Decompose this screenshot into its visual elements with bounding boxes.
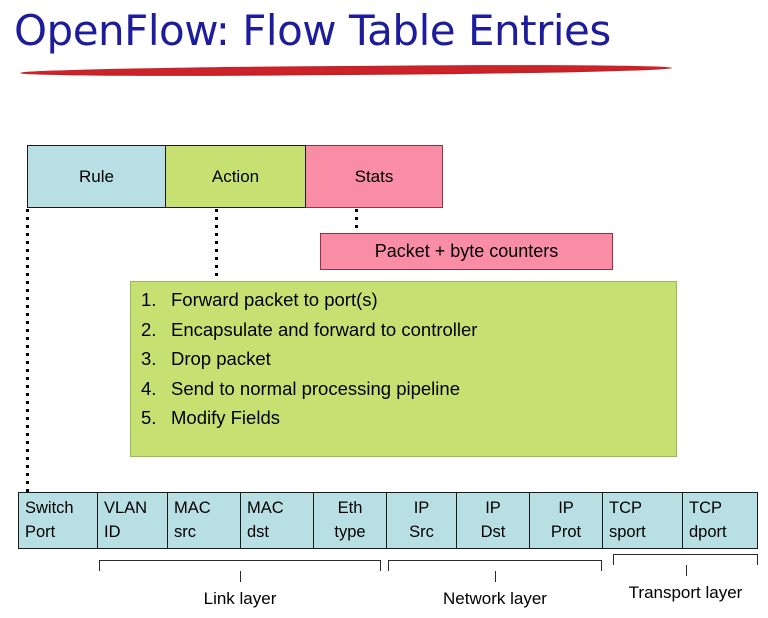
action-item-text: Drop packet bbox=[171, 348, 271, 369]
bracket-network-layer bbox=[388, 560, 602, 582]
field-line-2: Src bbox=[409, 522, 434, 541]
action-label: Action bbox=[211, 166, 260, 186]
match-field-ip-dst: IP Dst bbox=[457, 493, 530, 548]
match-field-ip-prot: IP Prot bbox=[530, 493, 603, 548]
field-line-1: IP bbox=[413, 499, 430, 517]
bracket-link-layer bbox=[99, 560, 381, 582]
field-line-1: MAC bbox=[247, 499, 284, 517]
action-list-item: 3. Drop packet bbox=[141, 348, 676, 369]
match-field-mac-dst: MAC dst bbox=[241, 493, 314, 548]
actions-list-box: 1. Forward packet to port(s) 2. Encapsul… bbox=[130, 281, 677, 457]
action-item-text: Encapsulate and forward to controller bbox=[171, 318, 478, 340]
dotted-connector-stats bbox=[355, 209, 358, 234]
field-line-2: type bbox=[334, 522, 366, 541]
field-line-1: TCP bbox=[689, 499, 722, 517]
field-line-1: VLAN bbox=[104, 499, 148, 517]
field-line-1: MAC bbox=[174, 499, 211, 517]
dotted-connector-rule bbox=[26, 209, 29, 493]
bracket-tick bbox=[240, 571, 241, 582]
match-field-vlan-id: VLAN ID bbox=[98, 493, 168, 548]
field-line-2: Dst bbox=[480, 522, 506, 541]
field-line-2: dst bbox=[247, 522, 270, 541]
field-line-1: Eth bbox=[337, 499, 363, 517]
title-underline-stroke bbox=[19, 63, 673, 78]
match-field-ip-src: IP Src bbox=[387, 493, 457, 548]
bracket-label-transport-layer: Transport layer bbox=[628, 583, 743, 602]
action-item-number: 5. bbox=[141, 407, 157, 428]
field-line-2: src bbox=[174, 522, 196, 541]
bracket-label-network-layer: Network layer bbox=[443, 589, 547, 608]
bracket-tick bbox=[495, 571, 496, 582]
field-line-2: sport bbox=[609, 522, 646, 541]
action-item-number: 3. bbox=[141, 348, 157, 369]
match-field-tcp-dport: TCP dport bbox=[683, 493, 757, 548]
field-line-2: Prot bbox=[550, 522, 582, 541]
bracket-transport-layer bbox=[613, 554, 758, 576]
action-list-item: 2. Encapsulate and forward to controller bbox=[141, 318, 676, 340]
match-fields-table: Switch Port VLAN ID MAC src MAC dst Eth … bbox=[18, 492, 758, 549]
action-item-text: Send to normal processing pipeline bbox=[171, 377, 460, 399]
match-field-mac-src: MAC src bbox=[168, 493, 241, 548]
flow-entry-stats-box: Stats bbox=[306, 145, 443, 208]
match-field-eth-type: Eth type bbox=[314, 493, 387, 548]
bracket-tick bbox=[685, 565, 687, 576]
field-line-1: Switch bbox=[25, 499, 74, 517]
packet-byte-counters-label: Packet + byte counters bbox=[374, 241, 559, 262]
match-field-tcp-sport: TCP sport bbox=[603, 493, 683, 548]
action-item-number: 4. bbox=[141, 377, 157, 399]
packet-byte-counters-box: Packet + byte counters bbox=[320, 233, 613, 270]
field-line-2: ID bbox=[104, 522, 121, 541]
field-line-1: IP bbox=[485, 499, 501, 517]
dotted-connector-action bbox=[215, 209, 218, 282]
action-list-item: 1. Forward packet to port(s) bbox=[141, 289, 676, 310]
action-item-text: Forward packet to port(s) bbox=[171, 289, 378, 310]
field-line-1: IP bbox=[558, 499, 574, 517]
action-list-item: 4. Send to normal processing pipeline bbox=[141, 377, 676, 399]
stats-label: Stats bbox=[354, 166, 394, 186]
rule-label: Rule bbox=[79, 166, 114, 186]
action-item-text: Modify Fields bbox=[171, 407, 280, 428]
flow-entry-rule-box: Rule bbox=[27, 145, 166, 208]
match-field-switch-port: Switch Port bbox=[19, 493, 98, 548]
field-line-2: Port bbox=[25, 522, 56, 541]
action-list-item: 5. Modify Fields bbox=[141, 407, 676, 428]
bracket-label-link-layer: Link layer bbox=[203, 589, 277, 608]
flow-entry-action-box: Action bbox=[166, 145, 306, 208]
field-line-2: dport bbox=[689, 522, 727, 541]
page-title: OpenFlow: Flow Table Entries bbox=[14, 6, 611, 55]
field-line-1: TCP bbox=[609, 499, 642, 517]
action-item-number: 2. bbox=[141, 318, 157, 340]
action-item-number: 1. bbox=[141, 289, 157, 310]
